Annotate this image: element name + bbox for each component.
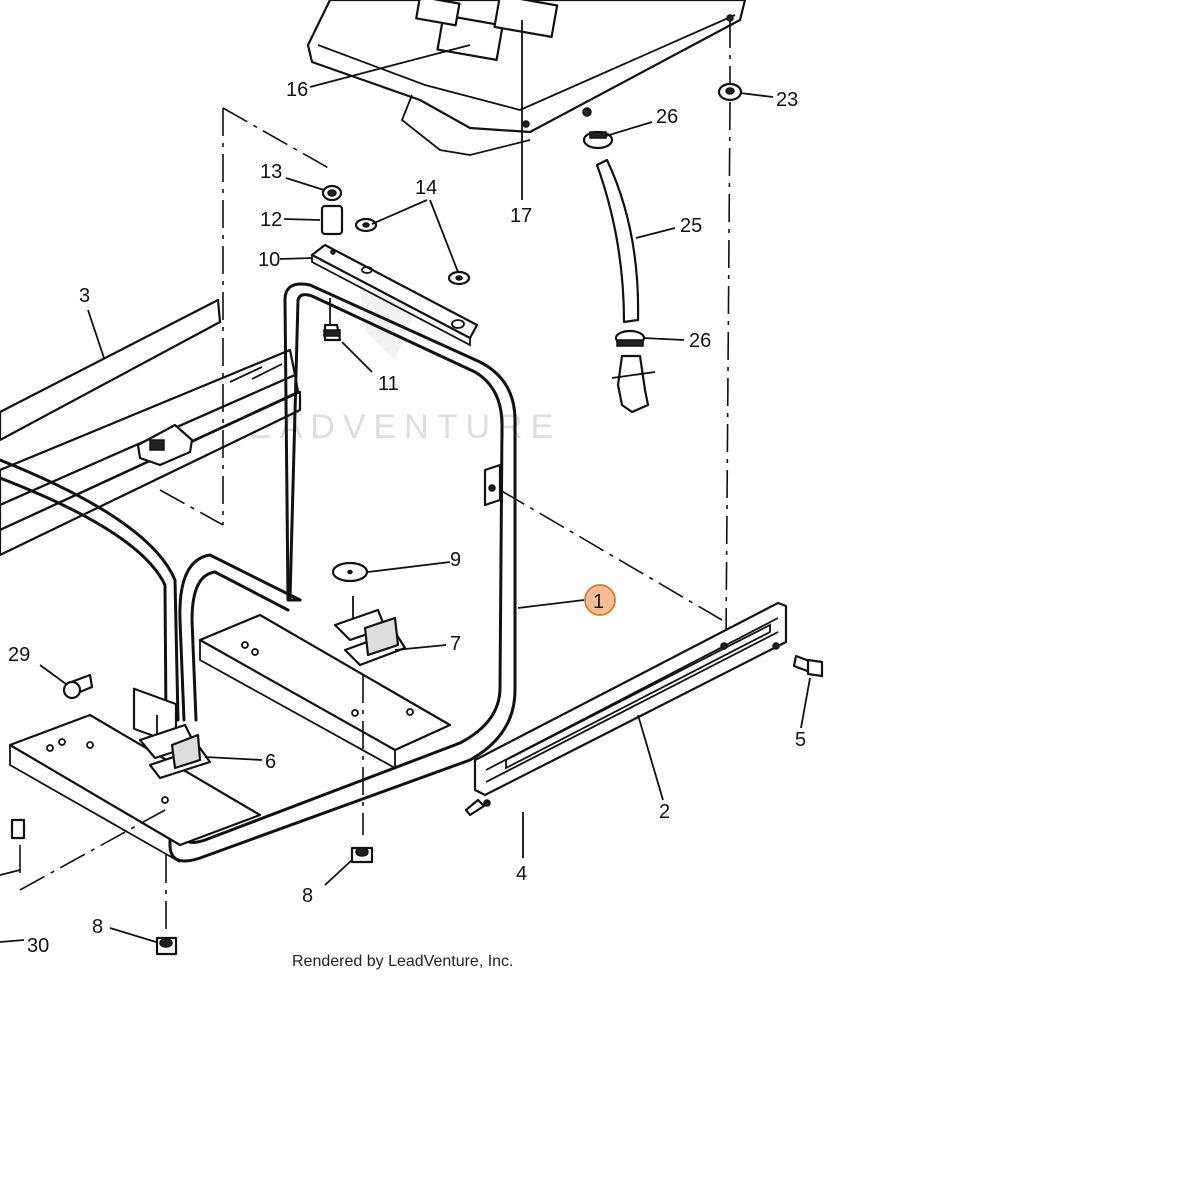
callout-29[interactable]: 29 (8, 644, 30, 666)
callout-30[interactable]: 30 (27, 935, 49, 957)
callout-4[interactable]: 4 (516, 863, 527, 885)
callout-7[interactable]: 7 (450, 633, 461, 655)
callout-6[interactable]: 6 (265, 751, 276, 773)
callout-26-upper[interactable]: 26 (656, 106, 678, 128)
callout-16[interactable]: 16 (286, 79, 308, 101)
hose-clamp-26-lower (614, 329, 646, 347)
rubber-mount-6 (138, 715, 212, 780)
bolt-11 (323, 298, 342, 342)
left-edge-bolts (0, 818, 26, 880)
washers-14 (354, 217, 471, 286)
callout-1[interactable]: 1 (593, 591, 604, 613)
callout-25[interactable]: 25 (680, 215, 702, 237)
callout-17[interactable]: 17 (510, 205, 532, 227)
base-plate (8, 613, 452, 863)
fuel-hose-25 (595, 158, 640, 324)
main-frame-tube (0, 282, 517, 863)
nut-13 (321, 184, 343, 202)
callout-10[interactable]: 10 (258, 249, 280, 271)
render-credit: Rendered by LeadVenture, Inc. (292, 953, 514, 970)
callout-8-center[interactable]: 8 (302, 885, 313, 907)
nut-8-left (155, 855, 178, 956)
callout-23[interactable]: 23 (776, 89, 798, 111)
collar-12 (320, 204, 344, 236)
callout-11[interactable]: 11 (378, 373, 399, 395)
rubber-mount-7 (333, 596, 407, 667)
callout-2[interactable]: 2 (659, 801, 670, 823)
nut-8-center (350, 675, 374, 864)
callout-9[interactable]: 9 (450, 549, 461, 571)
watermark-logo (360, 290, 420, 360)
callout-3[interactable]: 3 (79, 285, 90, 307)
side-bracket (464, 601, 788, 817)
leader-lines (0, 20, 811, 943)
selected-callout-highlight[interactable] (584, 584, 616, 616)
callout-5[interactable]: 5 (795, 729, 806, 751)
callout-13[interactable]: 13 (260, 161, 282, 183)
washer-9 (331, 561, 369, 583)
callout-12[interactable]: 12 (260, 209, 282, 231)
hose-clamp-26-upper (582, 130, 614, 150)
bolt-29 (62, 673, 94, 700)
fuel-cock (611, 354, 656, 414)
frame-top-rail (0, 298, 302, 557)
callout-8-left[interactable]: 8 (92, 916, 103, 938)
bolt-5 (792, 654, 824, 678)
nut-23 (717, 82, 743, 102)
callout-14[interactable]: 14 (415, 177, 437, 199)
callout-26-lower[interactable]: 26 (689, 330, 711, 352)
fuel-tank (306, 0, 747, 156)
